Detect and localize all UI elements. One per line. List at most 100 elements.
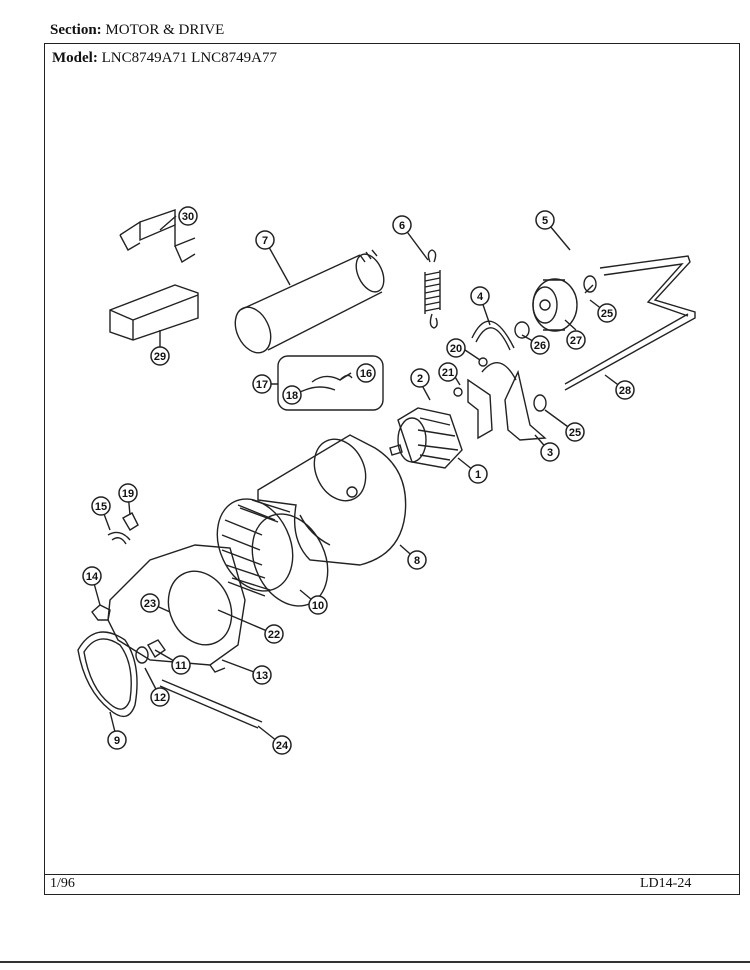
callout-26: 26 xyxy=(530,335,550,355)
callout-number: 2 xyxy=(417,373,423,385)
callout-circle xyxy=(438,362,458,382)
callout-2: 2 xyxy=(410,368,430,388)
part-slide-rail xyxy=(159,679,263,729)
callout-number: 23 xyxy=(144,598,156,610)
callout-13: 13 xyxy=(252,665,272,685)
callout-number: 7 xyxy=(262,235,268,247)
part-group-box xyxy=(277,355,384,411)
part-washer xyxy=(514,321,530,339)
callout-number: 1 xyxy=(475,469,481,481)
section-value: MOTOR & DRIVE xyxy=(105,22,225,38)
part-insulation-block xyxy=(109,284,199,341)
callout-29: 29 xyxy=(150,346,170,366)
callout-circle xyxy=(150,346,170,366)
callout-28: 28 xyxy=(615,380,635,400)
callout-circle xyxy=(252,374,272,394)
callout-circle xyxy=(565,422,585,442)
part-spring xyxy=(424,249,441,329)
part-blower-housing xyxy=(257,434,407,566)
part-belt-fastener xyxy=(304,386,336,391)
callout-number: 4 xyxy=(477,291,484,303)
callout-12: 12 xyxy=(150,687,170,707)
callout-circle xyxy=(178,206,198,226)
part-clamp xyxy=(147,639,166,659)
part-bracket xyxy=(119,209,196,264)
callout-circle xyxy=(255,230,275,250)
section-title: Section: MOTOR & DRIVE xyxy=(50,22,224,39)
callout-24: 24 xyxy=(272,735,292,755)
callout-number: 14 xyxy=(86,571,99,583)
callout-number: 21 xyxy=(442,367,454,379)
part-duct xyxy=(234,249,385,354)
callout-number: 28 xyxy=(619,385,631,397)
callout-4: 4 xyxy=(470,286,490,306)
callout-number: 20 xyxy=(450,343,462,355)
callout-23: 23 xyxy=(140,593,160,613)
callout-circle xyxy=(264,624,284,644)
callout-number: 16 xyxy=(360,368,372,380)
callout-circle xyxy=(392,215,412,235)
callout-20: 20 xyxy=(446,338,466,358)
callout-circle xyxy=(171,655,191,675)
callout-number: 13 xyxy=(256,670,268,682)
callout-circle xyxy=(272,735,292,755)
callout-number: 9 xyxy=(114,735,120,747)
callout-circle xyxy=(407,550,427,570)
callout-18: 18 xyxy=(282,385,302,405)
callout-3: 3 xyxy=(540,442,560,462)
callout-number: 10 xyxy=(312,600,324,612)
callout-27: 27 xyxy=(566,330,586,350)
section-label: Section: xyxy=(50,22,102,38)
callout-14: 14 xyxy=(82,566,102,586)
model-title: Model: LNC8749A71 LNC8749A77 xyxy=(52,50,277,67)
callout-number: 30 xyxy=(182,211,194,223)
callout-circle xyxy=(615,380,635,400)
callout-number: 19 xyxy=(122,488,134,500)
part-motor-strap xyxy=(471,320,517,381)
callout-number: 8 xyxy=(414,555,420,567)
part-idler-shaft xyxy=(564,255,696,391)
part-washer xyxy=(583,275,597,293)
callout-circle xyxy=(566,330,586,350)
callout-circle xyxy=(470,286,490,306)
callout-30: 30 xyxy=(178,206,198,226)
callout-22: 22 xyxy=(264,624,284,644)
callout-number: 6 xyxy=(399,220,405,232)
callout-circle xyxy=(91,496,111,516)
callout-19: 19 xyxy=(118,483,138,503)
footer-page-code: LD14-24 xyxy=(640,876,692,891)
callout-circle xyxy=(356,363,376,383)
callout-16: 16 xyxy=(356,363,376,383)
callout-circle xyxy=(410,368,430,388)
diagram-frame xyxy=(44,43,740,895)
callout-circle xyxy=(252,665,272,685)
part-blower-wheel xyxy=(216,498,329,607)
footer-divider xyxy=(44,874,740,875)
callout-circle xyxy=(282,385,302,405)
callout-circle xyxy=(535,210,555,230)
callout-1: 1 xyxy=(468,464,488,484)
model-label: Model: xyxy=(52,50,98,66)
callout-21: 21 xyxy=(438,362,458,382)
callout-25: 25 xyxy=(565,422,585,442)
callout-11: 11 xyxy=(171,655,191,675)
callout-number: 25 xyxy=(601,308,613,320)
page-bottom-rule xyxy=(0,961,750,963)
part-seal-ring xyxy=(77,631,138,718)
callout-number: 17 xyxy=(256,379,268,391)
part-thermostat xyxy=(91,604,111,621)
callout-number: 24 xyxy=(276,740,289,752)
part-motor xyxy=(389,357,488,469)
callout-number: 3 xyxy=(547,447,553,459)
callout-number: 18 xyxy=(286,390,298,402)
callout-circle xyxy=(82,566,102,586)
callout-circle xyxy=(530,335,550,355)
part-washer xyxy=(533,394,547,412)
callout-circle xyxy=(446,338,466,358)
callout-number: 5 xyxy=(542,215,548,227)
part-pulley xyxy=(532,278,578,332)
callout-number: 22 xyxy=(268,629,280,641)
part-motor-mount xyxy=(467,369,547,441)
callout-circle xyxy=(140,593,160,613)
